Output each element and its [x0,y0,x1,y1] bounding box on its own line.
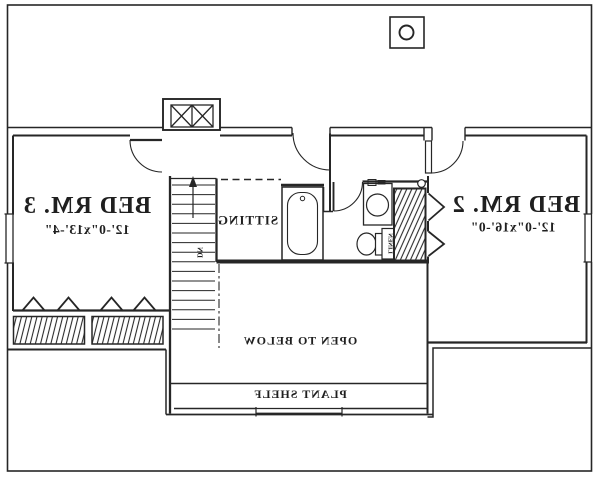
bedroom2-dimensions: 12'-0"x16'-0" [470,220,555,235]
linen-label: LINEN [387,233,394,254]
toilet [356,232,384,256]
sitting-label: SITTING [217,213,278,228]
storage-closets [12,296,164,345]
hall-door [292,132,331,212]
bedroom2-door [424,140,464,174]
bedroom3-label: BED RM. 3 [23,193,151,219]
open-to-below-label: OPEN TO BELOW [243,334,358,348]
skylight-vent [389,16,425,49]
bedroom3-dimensions: 12'-0"x13'-4" [44,222,129,237]
stairs-direction-label: DN [196,247,205,258]
wardrobe-closet [393,179,427,263]
bedroom3-door [129,138,163,173]
bathtub [281,183,333,261]
bifold-closet-doors [427,176,446,262]
outer-border [6,4,593,472]
sink-vanity [362,179,393,226]
top-wall [7,126,592,141]
bedroom2-walls [426,135,588,414]
stairs-arrow-icon [189,176,197,187]
bedroom3-walls [7,135,170,415]
bedroom2-eave-space [427,347,592,418]
bedroom2-window [583,213,593,263]
stairs [168,176,220,414]
chimney [162,98,221,131]
plant-shelf-label: PLANT SHELF [253,387,347,401]
bedroom3-window [4,213,15,264]
bedroom2-label: BED RM. 2 [452,192,580,218]
closet-rod-end [417,179,426,188]
plant-shelf-window [255,407,343,417]
